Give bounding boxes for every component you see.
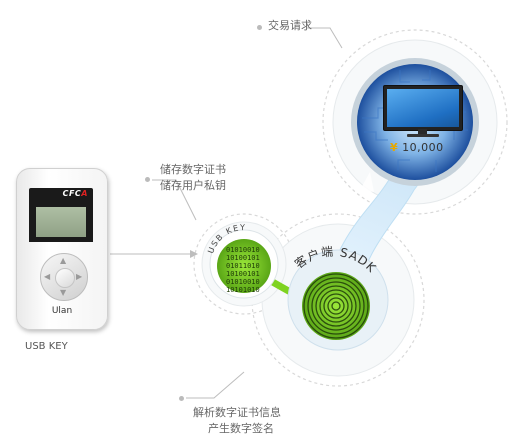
bullet-store	[145, 177, 150, 182]
fingerprint-lines	[303, 273, 369, 339]
flow-arrows	[346, 172, 374, 214]
device-brand-bar: CFCA	[29, 188, 93, 202]
cluster-outline	[193, 29, 508, 387]
monitor-base	[407, 134, 439, 137]
device-screen	[29, 202, 93, 242]
label-store-certificate: 储存数字证书	[160, 163, 226, 176]
label-store-private-key: 储存用户私钥	[160, 179, 226, 192]
monitor-display	[387, 89, 459, 127]
dpad-left-icon: ◀	[44, 272, 51, 281]
dpad-right-icon: ▶	[76, 272, 83, 281]
dpad-down-icon: ▼	[60, 288, 67, 297]
bullet-parse	[179, 396, 184, 401]
device-lcd	[36, 207, 86, 237]
label-parse-certificate: 解析数字证书信息	[193, 406, 281, 419]
yen-symbol: ¥	[390, 141, 399, 154]
dpad-up-icon: ▲	[60, 256, 67, 265]
usb-key-caption: USB KEY	[25, 341, 68, 352]
price-value: 10,000	[402, 141, 444, 154]
price-label: ¥ 10,000	[390, 141, 444, 154]
usb-key-device: CFCA ▲ ▼ ◀ ▶ Ulan	[16, 168, 108, 330]
monitor-neck	[418, 129, 427, 134]
device-model-label: Ulan	[51, 306, 73, 316]
leader-lines	[152, 27, 343, 399]
label-transaction-request: 交易请求	[268, 19, 312, 32]
monitor-frame	[383, 85, 463, 131]
device-dpad: ▲ ▼ ◀ ▶	[40, 253, 88, 301]
computer-monitor-icon	[383, 85, 463, 137]
device-connector-arrow	[190, 250, 198, 258]
bullet-transaction	[257, 25, 262, 30]
usb-node-core	[217, 239, 271, 293]
dpad-center-button	[55, 268, 75, 288]
brand-logo: CFCA	[62, 189, 88, 198]
label-generate-signature: 产生数字签名	[208, 422, 274, 435]
